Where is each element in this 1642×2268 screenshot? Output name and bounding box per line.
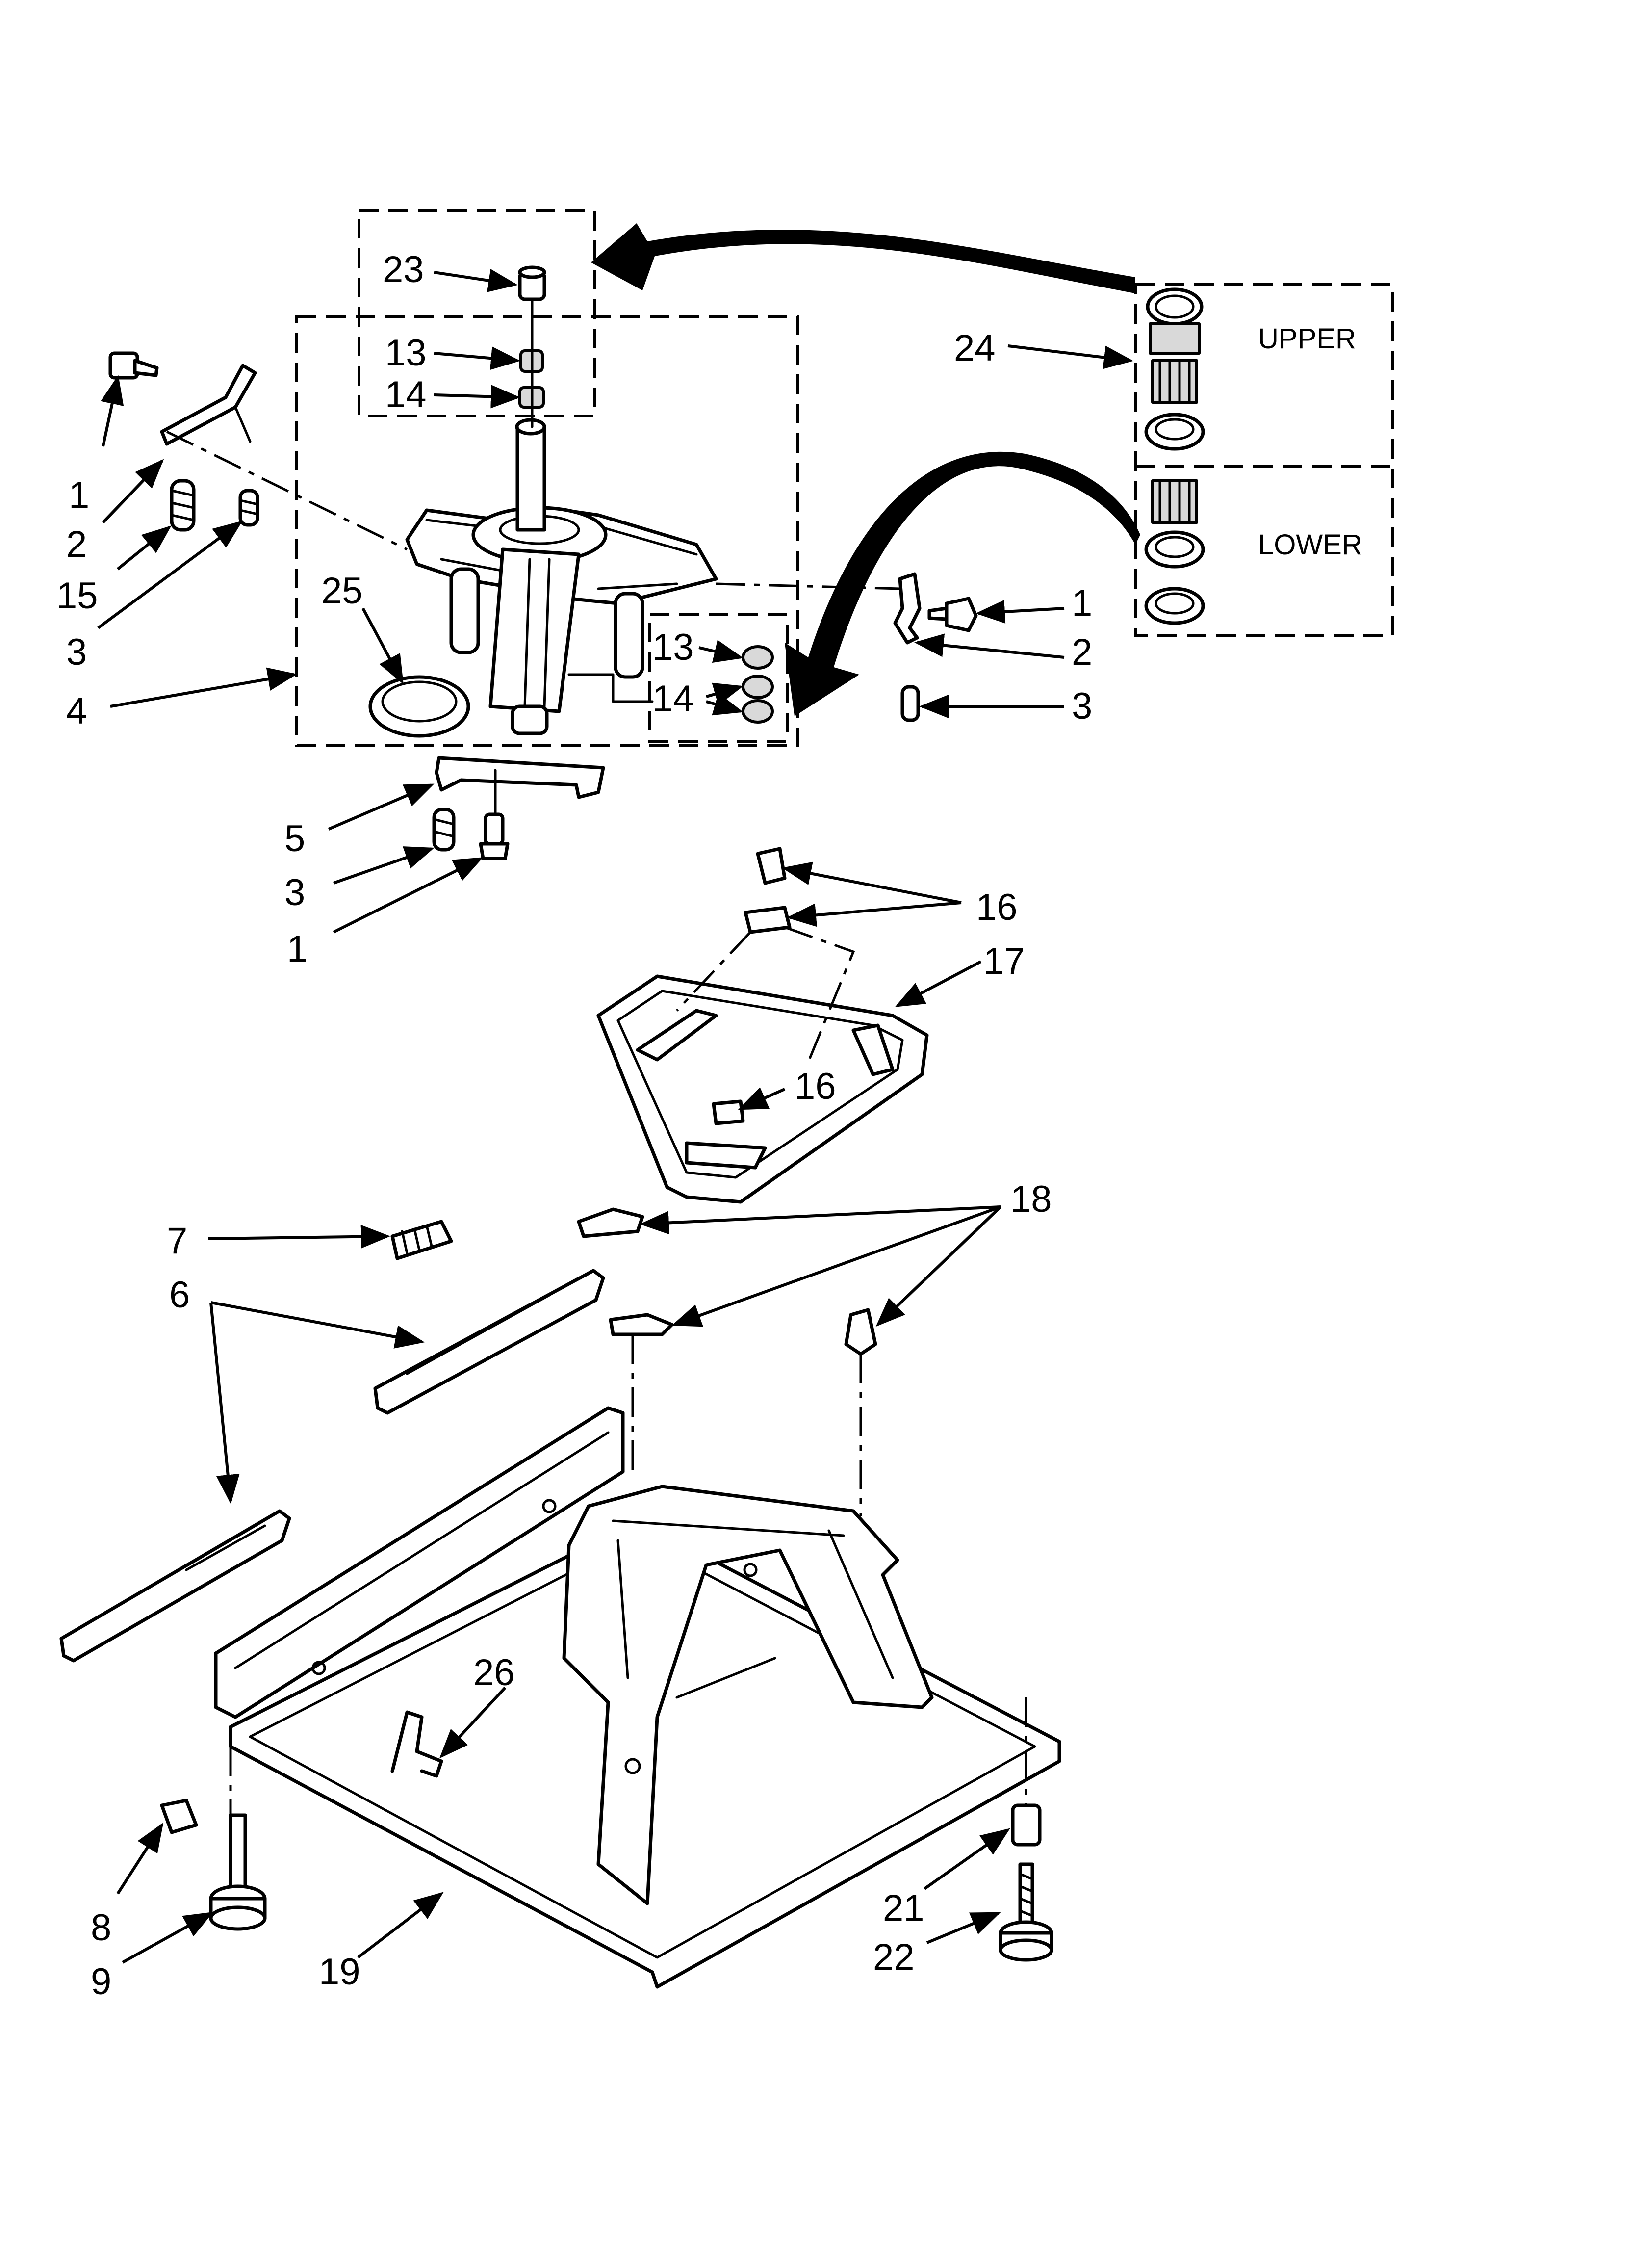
bracket-5 — [435, 756, 605, 799]
callout-22: 22 — [873, 1936, 915, 1978]
label-lower: LOWER — [1258, 529, 1362, 561]
dashed-box-23 — [358, 209, 596, 417]
part-7-spring — [390, 1220, 453, 1260]
part-23-cap — [518, 265, 546, 301]
dashed-box-13-14 — [648, 613, 789, 743]
part-14-lower — [742, 675, 774, 724]
big-arrow-upper — [591, 223, 1135, 293]
callout-2-right: 2 — [1072, 631, 1092, 673]
dashed-box-24 — [1134, 283, 1394, 637]
callout-3-lower: 3 — [284, 872, 305, 913]
bolt-right — [927, 597, 978, 632]
bolt-1-lower — [479, 812, 510, 860]
callout-4: 4 — [66, 690, 87, 732]
callout-1-right: 1 — [1072, 582, 1092, 624]
callout-2-upper-left: 2 — [66, 523, 87, 565]
callout-24: 24 — [954, 327, 996, 369]
suspension-base-assembly — [405, 418, 718, 735]
callout-6: 6 — [169, 1274, 190, 1316]
spring-15 — [170, 479, 196, 532]
callout-25: 25 — [321, 570, 363, 612]
part-17-support — [596, 974, 929, 1204]
spring-3-left — [238, 489, 259, 527]
big-arrow-lower — [785, 451, 1140, 716]
part-22-foot — [999, 1862, 1053, 1962]
bracket-left — [160, 364, 257, 446]
part-8-cap — [160, 1799, 198, 1834]
part-25-ring — [368, 675, 470, 738]
spring-3-lower — [432, 808, 456, 852]
dashed-box-4 — [295, 315, 799, 747]
part-21-sleeve — [1011, 1803, 1042, 1847]
leader-arrows — [97, 269, 1133, 1964]
callout-3-upper-left: 3 — [66, 631, 87, 673]
callout-14-lower: 14 — [652, 678, 694, 720]
callout-3-right: 3 — [1072, 685, 1092, 727]
part-18-clips — [577, 1207, 877, 1356]
callout-9: 9 — [91, 1961, 111, 2003]
callout-17: 17 — [983, 940, 1025, 982]
callout-21: 21 — [883, 1887, 924, 1929]
callout-5: 5 — [284, 818, 305, 860]
part-9-leg — [209, 1813, 267, 1931]
callout-15: 15 — [56, 575, 98, 617]
callout-18: 18 — [1010, 1178, 1052, 1220]
callout-7: 7 — [167, 1220, 187, 1262]
callout-19: 19 — [319, 1951, 360, 1993]
callout-13-upper: 13 — [385, 332, 427, 374]
callout-labels: 1 2 15 3 4 23 13 14 25 13 14 24 UPPER LO… — [56, 249, 1362, 2003]
callout-23: 23 — [383, 249, 424, 290]
callout-14-upper: 14 — [385, 374, 427, 416]
callout-26: 26 — [473, 1652, 515, 1694]
callout-1-upper-left: 1 — [69, 474, 89, 516]
callout-8: 8 — [91, 1907, 111, 1949]
part-26-hook — [390, 1710, 443, 1778]
label-upper: UPPER — [1258, 323, 1356, 355]
part-13-lower — [742, 645, 774, 670]
callout-1-lower: 1 — [287, 928, 308, 970]
part-24-lower-bearings — [1144, 479, 1205, 625]
bolt-left — [108, 351, 159, 380]
part-6-bar-lower — [59, 1509, 291, 1663]
callout-16-lower: 16 — [795, 1066, 836, 1107]
callout-13-lower: 13 — [652, 626, 694, 668]
part-24-upper-bearings — [1144, 287, 1205, 451]
bracket-right — [893, 572, 922, 645]
spring-3-right — [900, 685, 920, 722]
base-tripod-legs — [562, 1485, 934, 1905]
callout-16-upper: 16 — [976, 886, 1018, 928]
part-6-bar-upper — [373, 1269, 605, 1415]
